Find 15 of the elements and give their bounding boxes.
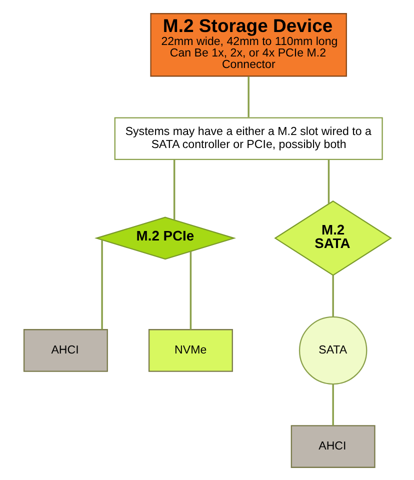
node-diamond: M.2 SATA xyxy=(274,200,392,276)
connector xyxy=(189,251,192,330)
node-box: AHCI xyxy=(22,328,108,372)
node-box: M.2 Storage Device 22mm wide, 42mm to 110mm long Can Be 1x, 2x, or 4x PCIe M.2 Connector xyxy=(150,12,346,76)
node-diamond: M.2 PCIe xyxy=(94,216,236,260)
connector xyxy=(247,76,249,117)
connector xyxy=(100,240,102,329)
node-box: AHCI xyxy=(290,424,375,468)
node-box: Systems may have a either a M.2 slot wired to a SATA controller or PCIe, possibly both xyxy=(114,116,382,160)
connector xyxy=(172,159,175,220)
connector xyxy=(327,159,330,204)
node-circle: SATA xyxy=(298,316,367,384)
node-box: NVMe xyxy=(148,328,232,372)
connector xyxy=(332,274,334,316)
connector xyxy=(332,384,334,426)
